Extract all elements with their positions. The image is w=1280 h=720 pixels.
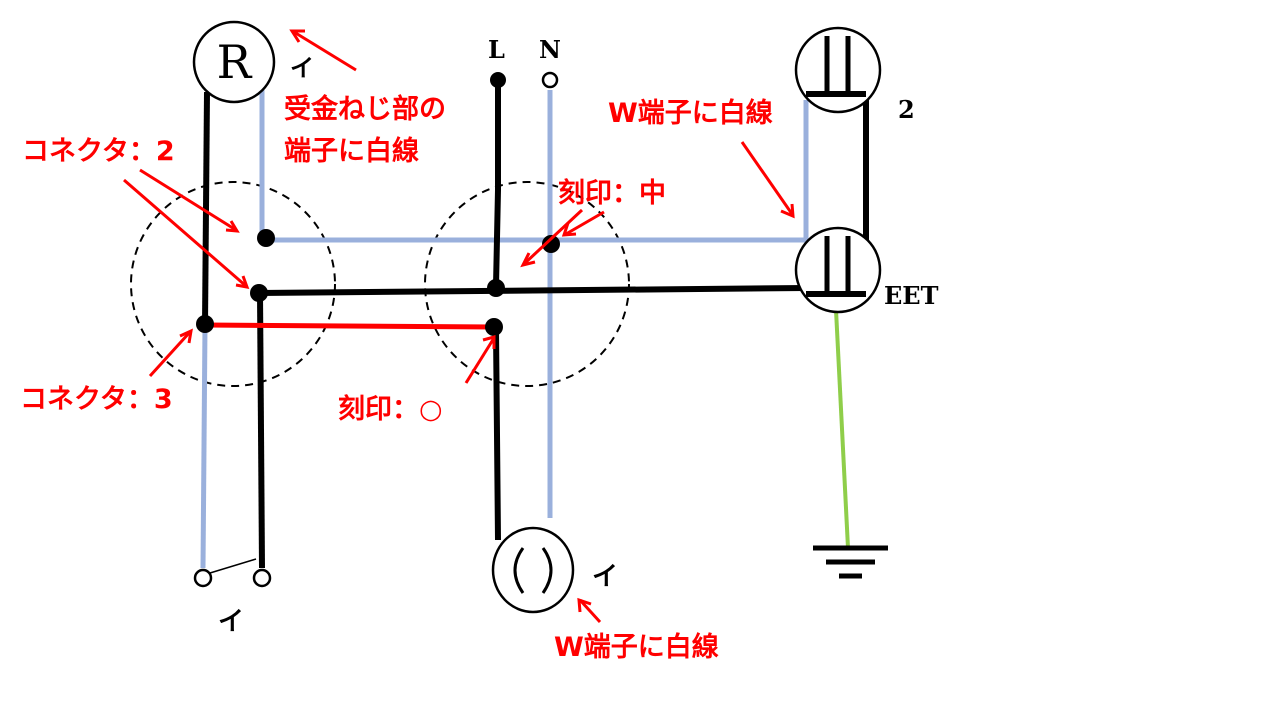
ground-wire <box>834 309 850 549</box>
connection-dot <box>485 318 503 336</box>
hot-wire-switch <box>257 292 265 569</box>
switch-terminal-left <box>193 568 213 588</box>
neutral-wire-switch <box>200 324 208 569</box>
connection-dot <box>542 235 560 253</box>
annotation-w-terminal-bottom: W端子に白線 <box>554 631 719 663</box>
terminal-n-label: N <box>539 35 561 64</box>
annotation-connector-3: コネクタ：3 <box>20 384 173 415</box>
lamp-r-symbol <box>192 20 276 104</box>
annotation-w-terminal-top: W端子に白線 <box>608 97 773 129</box>
lamp-r-letter: R <box>217 35 253 89</box>
switch-label: イ <box>218 607 244 637</box>
outlet-symbol <box>491 526 575 614</box>
annotation-mark-circle: 刻印：○ <box>338 393 443 425</box>
lamp-r-switch-label: イ <box>290 53 314 82</box>
switch-return-wire <box>204 322 495 330</box>
annotation-mark-middle: 刻印：中 <box>558 177 666 209</box>
connection-dot <box>250 284 268 302</box>
neutral-wire-lamp <box>259 90 809 243</box>
hot-wire-main <box>258 285 807 296</box>
terminal-l-label: L <box>488 35 505 64</box>
connection-dot <box>487 279 505 297</box>
connection-dot <box>257 229 275 247</box>
outlet-label: イ <box>592 562 618 592</box>
hot-wire-lamp <box>202 91 210 326</box>
ground-icon <box>813 545 888 579</box>
annotation-lamp-terminal-line2: 端子に白線 <box>284 135 419 167</box>
hot-wire-outlet <box>491 325 501 541</box>
outlet-eet-symbol <box>794 226 882 314</box>
outlet-bracket-left <box>513 547 525 594</box>
outlet-top-count: 2 <box>898 95 915 124</box>
hot-wire-l <box>493 80 501 287</box>
terminal-n-dot <box>541 71 559 89</box>
connection-dot <box>196 315 214 333</box>
annotation-arrows <box>123 29 795 624</box>
terminal-l-dot <box>490 72 506 88</box>
junction-box-right <box>424 181 630 387</box>
annotation-lamp-terminal-line1: 受金ねじ部の <box>284 93 446 125</box>
outlet-bracket-right <box>541 547 553 594</box>
switch-terminal-right <box>252 568 272 588</box>
switch-lever <box>209 558 257 574</box>
annotation-connector-2: コネクタ：2 <box>22 136 175 167</box>
outlet-top-symbol <box>794 26 882 114</box>
junction-box-left <box>130 181 336 387</box>
outlet-eet-label: EET <box>884 281 939 310</box>
